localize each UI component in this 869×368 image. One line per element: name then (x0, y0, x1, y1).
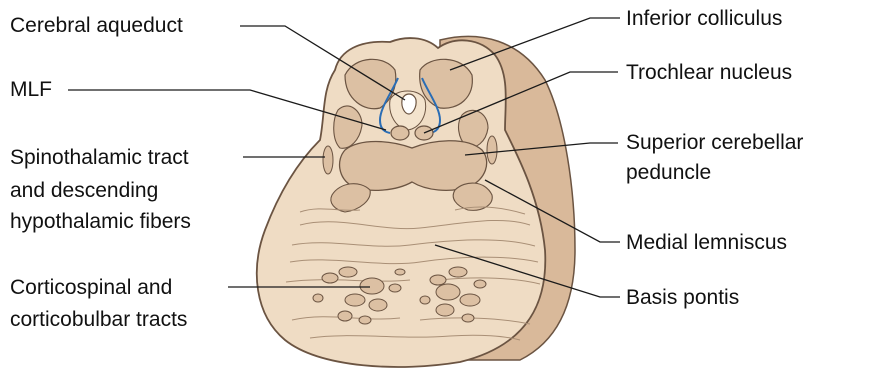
spinothalamic-left (323, 146, 333, 174)
label-mlf: MLF (10, 77, 52, 102)
label-medial-lemniscus: Medial lemniscus (626, 230, 787, 255)
label-cerebral-aqueduct: Cerebral aqueduct (10, 13, 183, 38)
superior-cerebellar-peduncle (340, 141, 487, 191)
label-superior-cerebellar-line2: peduncle (626, 160, 711, 185)
label-spinothalamic-line1: Spinothalamic tract (10, 145, 189, 170)
cerebral-aqueduct-shape (402, 94, 416, 114)
label-spinothalamic-line2: and descending (10, 178, 158, 203)
trochlear-nucleus-left (391, 126, 409, 140)
label-spinothalamic-line3: hypothalamic fibers (10, 209, 191, 234)
label-basis-pontis: Basis pontis (626, 285, 739, 310)
label-inferior-colliculus: Inferior colliculus (626, 6, 782, 31)
spinothalamic-right (487, 136, 497, 164)
medial-lemniscus-right (453, 183, 492, 210)
label-corticospinal-line2: corticobulbar tracts (10, 307, 187, 332)
label-superior-cerebellar-line1: Superior cerebellar (626, 130, 803, 155)
label-trochlear-nucleus: Trochlear nucleus (626, 60, 792, 85)
pons-cross-section (257, 38, 546, 367)
label-corticospinal-line1: Corticospinal and (10, 275, 172, 300)
